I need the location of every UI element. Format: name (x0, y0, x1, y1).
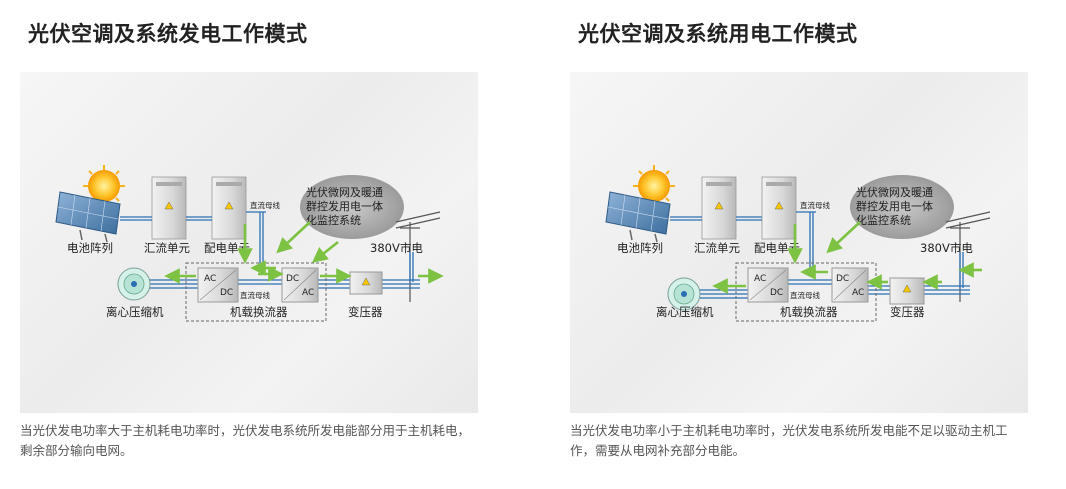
distribution-label: 配电单元 (204, 241, 250, 255)
distribution-cabinet (211, 176, 247, 240)
pv-array-label: 电池阵列 (67, 241, 113, 255)
panel-caption: 当光伏发电功率小于主机耗电功率时，光伏发电系统所发电能不足以驱动主机工作，需要从… (570, 423, 1008, 458)
dc-ac-module: DC AC (831, 267, 869, 303)
monitor-line3: 化监控系统 (856, 213, 911, 227)
pv-array-label: 电池阵列 (617, 241, 663, 255)
panel-title: 光伏空调及系统用电工作模式 (578, 22, 858, 46)
power-pole-icon (945, 211, 991, 302)
panel-consumption-mode: 光伏空调及系统用电工作模式 (570, 0, 1030, 489)
monitor-line1: 光伏微网及暖通 (856, 185, 933, 199)
panel-caption: 当光伏发电功率大于主机耗电功率时，光伏发电系统所发电能部分用于主机耗电，剩余部分… (20, 423, 471, 458)
monitor-line2: 群控发用电一体 (856, 199, 933, 213)
distribution-label: 配电单元 (754, 241, 800, 255)
diagram-svg: 电池阵列 汇流单元 配电单元 光伏微网及暖通 群控发用电一体 化监控系统 (605, 165, 991, 322)
converter-group (735, 262, 877, 322)
dc-bus-mid-label: 直流母线 (790, 290, 820, 300)
combiner-label: 汇流单元 (694, 241, 740, 255)
combiner-cabinet (701, 176, 737, 240)
combiner-cabinet (151, 176, 187, 240)
sun-icon (633, 165, 675, 207)
dcac-dc: DC (286, 274, 299, 284)
wiring (670, 211, 970, 299)
ac-dc-module: AC DC (197, 267, 239, 303)
solar-panel-icon (605, 191, 671, 243)
diagram-svg: 电池阵列 汇流单元 配电单元 光伏微网及暖通 群控发用电一体 化监控系统 (55, 165, 444, 322)
compressor-icon (117, 267, 151, 301)
dc-bus-top-label: 直流母线 (800, 200, 830, 210)
monitoring-system: 光伏微网及暖通 群控发用电一体 化监控系统 (300, 175, 404, 239)
transformer-label: 变压器 (890, 305, 925, 319)
compressor-label: 离心压缩机 (106, 305, 164, 319)
transformer-icon (889, 277, 925, 305)
acdc-dc: DC (220, 288, 233, 298)
dcac-dc: DC (836, 274, 849, 284)
monitor-line1: 光伏微网及暖通 (306, 185, 383, 199)
solar-panel-icon (55, 191, 121, 243)
ac-dc-module: AC DC (747, 267, 789, 303)
acdc-ac: AC (204, 274, 216, 284)
grid-label: 380V市电 (370, 241, 423, 255)
energy-flow-arrows (712, 221, 982, 294)
panel-generation-mode: 光伏空调及系统发电工作模式 (20, 0, 480, 489)
distribution-cabinet (761, 176, 797, 240)
compressor-label: 离心压缩机 (656, 305, 714, 319)
diagram: 电池阵列 汇流单元 配电单元 光伏微网及暖通 群控发用电一体 化监控系统 (20, 72, 478, 413)
diagram: 电池阵列 汇流单元 配电单元 光伏微网及暖通 群控发用电一体 化监控系统 (570, 72, 1028, 413)
energy-flow-arrows (164, 221, 444, 284)
dc-ac-module: DC AC (281, 267, 319, 303)
monitor-line3: 化监控系统 (306, 213, 361, 227)
monitoring-system: 光伏微网及暖通 群控发用电一体 化监控系统 (850, 175, 954, 239)
converter-label: 机载换流器 (780, 305, 838, 319)
acdc-ac: AC (754, 274, 766, 284)
combiner-label: 汇流单元 (144, 241, 190, 255)
converter-label: 机载换流器 (230, 305, 288, 319)
transformer-label: 变压器 (348, 305, 383, 319)
monitor-line2: 群控发用电一体 (306, 199, 383, 213)
dcac-ac: AC (852, 288, 864, 298)
panel-title: 光伏空调及系统发电工作模式 (28, 22, 308, 46)
dc-bus-top-label: 直流母线 (250, 200, 280, 210)
sun-icon (83, 165, 125, 207)
compressor-icon (667, 277, 701, 311)
dc-bus-mid-label: 直流母线 (240, 290, 270, 300)
grid-label: 380V市电 (920, 241, 973, 255)
dcac-ac: AC (302, 288, 314, 298)
acdc-dc: DC (770, 288, 783, 298)
transformer-icon (349, 271, 383, 295)
